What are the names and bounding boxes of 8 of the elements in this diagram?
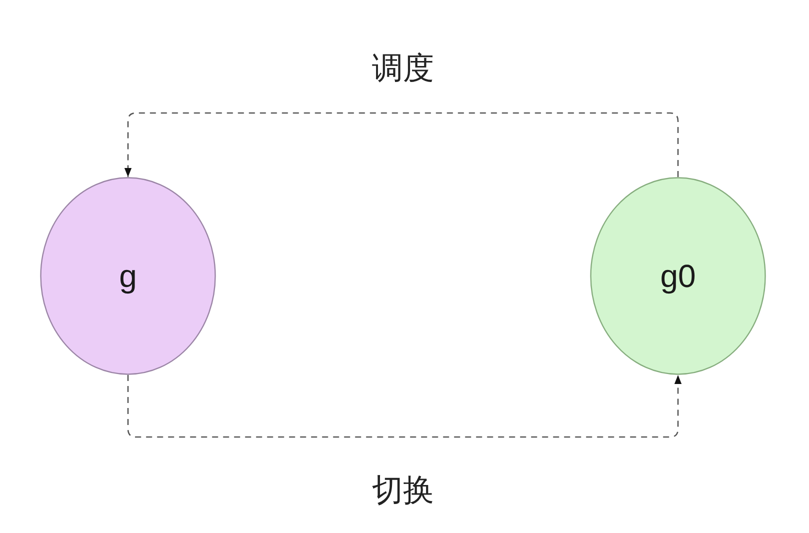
state-ellipse [590, 177, 766, 375]
dashed-arrow [124, 112, 679, 177]
state-ellipse [40, 177, 216, 375]
edge-label: 调度 [372, 52, 434, 84]
node-label: g [119, 260, 137, 292]
edge-label: 切换 [372, 474, 434, 506]
dashed-arrow [127, 375, 682, 438]
node-label: g0 [660, 260, 696, 292]
